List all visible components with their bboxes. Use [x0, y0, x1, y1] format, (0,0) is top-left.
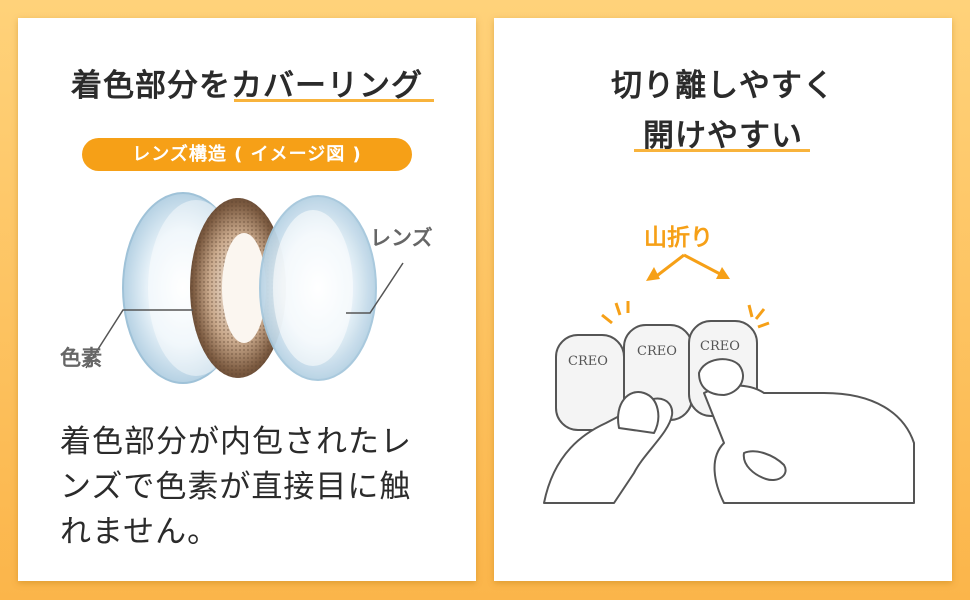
- right-thumb: [698, 358, 744, 396]
- lens-label: レンズ: [370, 226, 433, 250]
- pigment-center: [222, 233, 266, 343]
- fold-arrowhead-right: [716, 267, 730, 279]
- package-illustration: CREO CREO CREO: [543, 253, 915, 504]
- lens-diagram: [85, 192, 404, 384]
- right-panel-title-line2: 開けやすい: [643, 118, 803, 154]
- lens-structure-panel: 着色部分をカバーリング レンズ構造 ( イメージ図 ): [18, 18, 476, 581]
- pigment-leader-line: [85, 309, 193, 369]
- lens-structure-pill: レンズ構造 ( イメージ図 ): [82, 138, 412, 171]
- title-underline: [234, 99, 434, 102]
- pack-brand-texts: CREO CREO CREO: [568, 339, 740, 369]
- pack-brand-left: CREO: [568, 354, 608, 369]
- hands: [543, 358, 915, 504]
- spark-marks-right: [747, 304, 770, 329]
- fold-arrowhead-left: [646, 267, 660, 281]
- fold-arrow-right: [683, 253, 723, 277]
- pigment-label: 色素: [60, 346, 102, 370]
- left-thumb: [617, 391, 660, 434]
- package-panel: 切り離しやすく 開けやすい 山折り CREO CREO CREO: [494, 18, 952, 581]
- spark-marks-left: [601, 301, 630, 325]
- lens-description: 着色部分が内包されたレ ンズで色素が直接目に触 れません。: [60, 420, 440, 555]
- right-panel-title-line1: 切り離しやすく: [611, 68, 835, 104]
- left-panel-title: 着色部分をカバーリング: [71, 68, 423, 104]
- pack-brand-right: CREO: [700, 339, 740, 354]
- right-finger: [742, 450, 787, 481]
- fold-label: 山折り: [644, 225, 713, 251]
- pack-brand-middle: CREO: [637, 344, 677, 359]
- description-line-1: 着色部分が内包されたレ: [60, 424, 412, 460]
- title-underline: [634, 149, 810, 152]
- blister-pack-left: [555, 334, 625, 431]
- description-line-2: ンズで色素が直接目に触: [60, 469, 412, 505]
- front-lens-highlight: [273, 210, 353, 366]
- fold-arrow-left: [653, 253, 685, 280]
- right-hand: [703, 384, 915, 504]
- description-line-3: れません。: [60, 514, 220, 550]
- lens-leader-line: [346, 262, 404, 314]
